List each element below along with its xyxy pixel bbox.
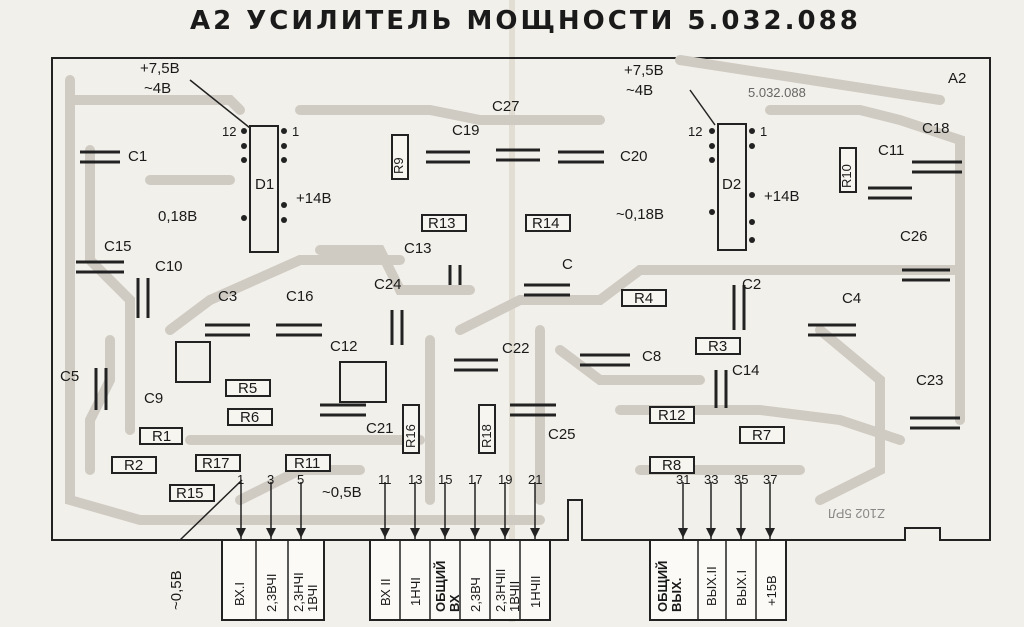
chip-d2-body (717, 123, 747, 251)
board-outline (51, 57, 991, 541)
d2-input-voltage: ~0,18В (616, 206, 664, 223)
resistor-label: R9 (391, 157, 406, 174)
pin-number: 19 (498, 472, 513, 487)
board-inner-code: 5.032.088 (748, 85, 806, 100)
capacitor-label: C1 (128, 148, 148, 165)
pin-number: 21 (528, 472, 543, 487)
capacitor-label: C10 (155, 258, 183, 275)
resistor-label: R13 (428, 215, 456, 232)
d1-output-voltage: +14В (296, 190, 332, 207)
capacitor-label: C21 (366, 420, 394, 437)
resistor-label: R17 (202, 455, 230, 472)
d2-pin1: 1 (760, 124, 768, 139)
capacitor-label: C19 (452, 122, 480, 139)
resistor-label: R1 (152, 428, 172, 445)
d2-pin12: 12 (688, 124, 703, 139)
capacitor-label: C5 (60, 368, 80, 385)
capacitor-label: C23 (916, 372, 944, 389)
connector-label: 1НЧII (528, 575, 543, 608)
capacitor-label: C8 (642, 348, 662, 365)
resistor-label: R11 (294, 455, 321, 472)
connector-label: +15В (764, 575, 779, 606)
resistor-label: R8 (662, 457, 682, 474)
pin-number: 17 (468, 472, 483, 487)
resistor-label: R2 (124, 457, 144, 474)
pin-number: 11 (378, 472, 392, 487)
resistor-label: R3 (708, 338, 728, 355)
capacitor-label: C22 (502, 340, 530, 357)
resistor-label: R16 (403, 424, 418, 448)
capacitor-label: C14 (732, 362, 760, 379)
capacitor-label: C24 (374, 276, 402, 293)
voltage-label: ~0,5В (322, 484, 362, 501)
resistor-label: R5 (238, 380, 258, 397)
resistor-label: R14 (532, 215, 560, 232)
board-id: A2 (948, 70, 967, 87)
resistor-bodies (111, 134, 857, 502)
pin-number: 37 (763, 472, 778, 487)
pin-number: 33 (704, 472, 719, 487)
connector-label: ВХ.I (232, 582, 247, 606)
resistor-label: R10 (839, 164, 854, 188)
connector-label: ОБЩИЙ ВХ (433, 560, 462, 612)
pcb-traces (65, 55, 965, 525)
connector-label: 2,3ВЧ (468, 577, 483, 612)
capacitor-label: C (562, 256, 573, 273)
pin-arrows (236, 528, 775, 538)
d1-pin1: 1 (292, 124, 300, 139)
capacitor-label: C15 (104, 238, 132, 255)
d1-input-voltage: 0,18В (158, 208, 198, 225)
pin-number: 15 (438, 472, 453, 487)
pin-number: 13 (408, 472, 423, 487)
capacitor-label: C20 (620, 148, 648, 165)
resistor-label: R18 (479, 424, 494, 448)
capacitor-label: C27 (492, 98, 520, 115)
d1-supply-alt-label: ~4В (144, 80, 172, 97)
d2-output-voltage: +14В (764, 188, 800, 205)
capacitor-label: C11 (878, 142, 905, 159)
connector-label: 2,3ВЧI (264, 573, 279, 612)
resistor-label: R4 (634, 290, 654, 307)
resistor-label: R15 (176, 485, 204, 502)
resistor-label: R12 (658, 407, 686, 424)
connector-label: ВЫХ.I (734, 569, 749, 606)
capacitor-label: C26 (900, 228, 928, 245)
page-title: A2 УСИЛИТЕЛЬ МОЩНОСТИ 5.032.088 (190, 6, 861, 36)
capacitor-label: C12 (330, 338, 358, 355)
d2-supply-label: +7,5В (624, 62, 664, 79)
d1-supply-label: +7,5В (140, 60, 180, 77)
connector-label: 2,3НЧI 1ВЧI (291, 572, 320, 612)
capacitor-label: C25 (548, 426, 576, 443)
d1-pin12: 12 (222, 124, 237, 139)
connector-label: ОБЩИЙ ВЫХ. (655, 560, 684, 612)
capacitor-label: C2 (742, 276, 762, 293)
pin-number: 3 (267, 472, 275, 487)
resistor-label: R7 (752, 427, 772, 444)
connector-label: 1НЧI (408, 577, 423, 606)
d1-name: D1 (255, 176, 275, 193)
pin-number: 1 (237, 472, 245, 487)
d2-supply-alt-label: ~4В (626, 82, 654, 99)
capacitor-label: C18 (922, 120, 950, 137)
board-stamp: Z102 5РЛ (828, 506, 885, 521)
capacitor-label: C9 (144, 390, 164, 407)
d2-name: D2 (722, 176, 742, 193)
capacitor-label: C16 (286, 288, 314, 305)
pin-number: 35 (734, 472, 749, 487)
capacitor-label: C3 (218, 288, 238, 305)
pin-number: 5 (297, 472, 305, 487)
connector-label: ВЫХ.II (704, 566, 719, 606)
connector-label: ВХ II (378, 578, 393, 606)
resistor-label: R6 (240, 409, 260, 426)
connector-label: 2,3НЧII 1ВЧII (493, 568, 522, 612)
chip-d1-body (249, 125, 279, 253)
voltage-label: ~0,5В (168, 570, 185, 610)
capacitor-label: C4 (842, 290, 862, 307)
capacitor-plates (76, 148, 962, 430)
pin-number: 31 (676, 472, 691, 487)
capacitor-label: C13 (404, 240, 432, 257)
